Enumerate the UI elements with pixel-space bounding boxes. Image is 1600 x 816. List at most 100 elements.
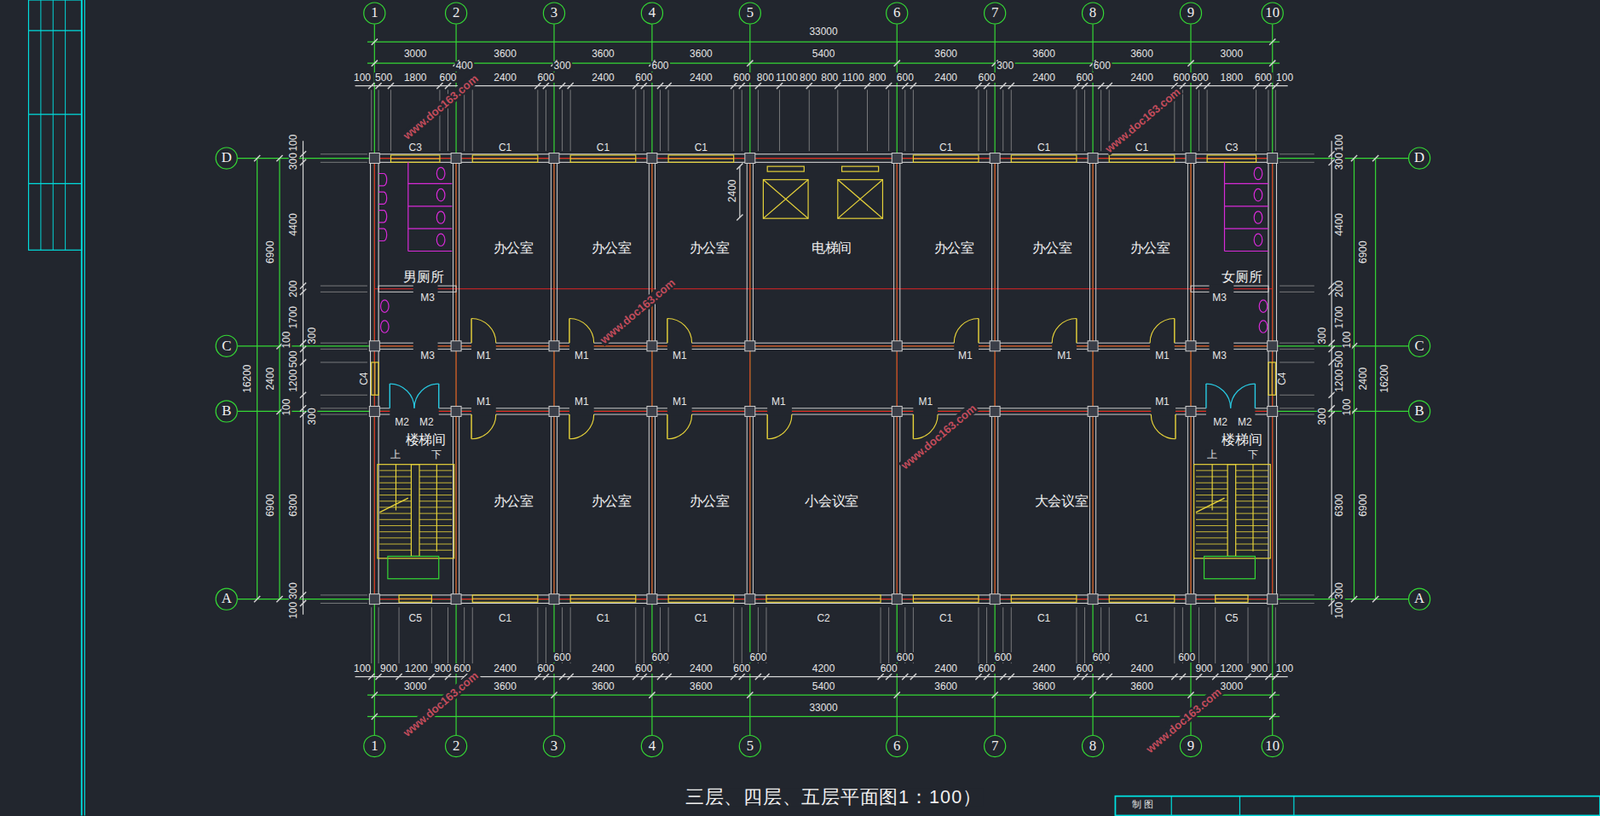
column: [1267, 594, 1278, 605]
axis-centerline: [1189, 158, 1191, 600]
stair-tread: [1236, 543, 1269, 545]
vertical-dimension: 6900: [265, 239, 276, 265]
urinal: [378, 210, 388, 223]
vertical-dimension: 1200: [1334, 368, 1346, 393]
title-block: [1114, 796, 1600, 816]
dimension-tick: [567, 673, 574, 680]
column: [450, 153, 462, 164]
outer-wall: [370, 154, 1277, 604]
extension-line: [1182, 89, 1184, 151]
door-mark: M2: [418, 417, 435, 428]
extension-line: [757, 89, 759, 151]
elevator-car: [762, 179, 809, 219]
dimension-tick: [739, 673, 746, 680]
axis-dimension: 3000: [403, 681, 428, 693]
vertical-dimension: 16200: [1379, 363, 1390, 394]
door-mark: M1: [1154, 351, 1171, 362]
title-block-line: [28, 113, 82, 115]
dimension-line: [1331, 140, 1333, 614]
extension-line: [320, 153, 368, 155]
axis-number: 6: [893, 5, 901, 21]
stair-rail: [410, 464, 420, 557]
door-opening: [667, 341, 693, 351]
detail-dimension: 1200: [1218, 663, 1244, 674]
axis-bubble: B: [215, 399, 238, 422]
extension-line: [320, 594, 368, 595]
dimension-tick: [894, 60, 901, 67]
partition-wall: [894, 161, 901, 343]
dimension-tick: [1204, 82, 1211, 89]
extension-line: [808, 89, 810, 151]
axis-bubble: C: [215, 335, 238, 358]
extension-line: [912, 89, 914, 151]
title-block-line: [1171, 796, 1173, 816]
column: [369, 340, 380, 352]
stair-tread: [1236, 482, 1269, 484]
stair: [1194, 464, 1271, 559]
extension-line: [1279, 285, 1315, 287]
door-swing: [471, 317, 497, 343]
extension-line: [1075, 89, 1077, 151]
stair-landing: [1204, 555, 1256, 578]
door-mark: M3: [1211, 351, 1228, 362]
partition-wall: [1187, 414, 1194, 595]
door-leaf: [1205, 383, 1207, 409]
detail-dimension: 2400: [1031, 663, 1057, 674]
extension-line: [537, 89, 538, 151]
door-mark: M1: [573, 351, 590, 362]
dimension-tick: [885, 673, 892, 680]
vertical-dimension: 300: [288, 151, 300, 171]
axis-centerline: [374, 157, 1272, 159]
window-glass: [1215, 598, 1248, 600]
window: [912, 594, 979, 602]
window-glass: [766, 598, 881, 600]
door-swing: [1149, 317, 1175, 343]
stair-tread: [419, 531, 452, 532]
extension-line: [977, 606, 979, 664]
extension-line: [1279, 602, 1315, 604]
detail-dimension: 600: [976, 663, 996, 674]
extension-line: [320, 348, 368, 350]
axis-number: A: [1414, 591, 1425, 607]
vertical-dimension: 1700: [1334, 305, 1346, 330]
door-leaf: [666, 414, 668, 439]
axis-number: B: [1415, 404, 1425, 419]
dimension-tick: [254, 155, 260, 162]
watermark: www.doc163.com: [400, 669, 482, 740]
window: [1268, 362, 1276, 395]
dimension-line: [367, 694, 1280, 696]
room-name: 小会议室: [803, 494, 860, 509]
extension-line: [1100, 89, 1102, 151]
axis-number: 8: [1089, 5, 1097, 21]
axis-bubble: 8: [1081, 1, 1104, 24]
window-mark: C1: [497, 143, 514, 154]
window-mark: C1: [595, 612, 612, 624]
dimension-line: [256, 158, 258, 600]
vertical-dimension: 1200: [288, 368, 300, 393]
door-opening: [912, 407, 938, 416]
toilet-bowl: [1259, 300, 1268, 312]
detail-dimension: 600: [634, 663, 653, 674]
stair-tread: [1236, 506, 1269, 508]
extension-line: [741, 606, 743, 664]
axis-bubble: 7: [983, 734, 1006, 757]
vertical-dimension: 100: [288, 132, 300, 152]
partition-wall: [894, 414, 901, 595]
dimension-tick: [444, 82, 451, 89]
dimension-tick: [901, 82, 908, 89]
extension-line: [659, 89, 661, 151]
door-leaf: [766, 414, 768, 439]
corridor-wall: [378, 408, 1269, 415]
axis-number: 3: [550, 739, 558, 754]
dimension-tick: [368, 82, 375, 89]
axis-dimension: 3600: [688, 48, 714, 59]
detail-dimension: 600: [552, 652, 572, 663]
elevator-counterweight: [842, 166, 879, 172]
watermark: www.doc163.com: [597, 276, 679, 347]
title-block-line: [28, 183, 82, 185]
detail-dimension: 600: [993, 652, 1013, 663]
dimension-tick: [1264, 82, 1271, 89]
dimension-tick: [375, 673, 382, 680]
axis-dimension: 3000: [1218, 48, 1244, 59]
detail-dimension: 2400: [688, 72, 714, 83]
